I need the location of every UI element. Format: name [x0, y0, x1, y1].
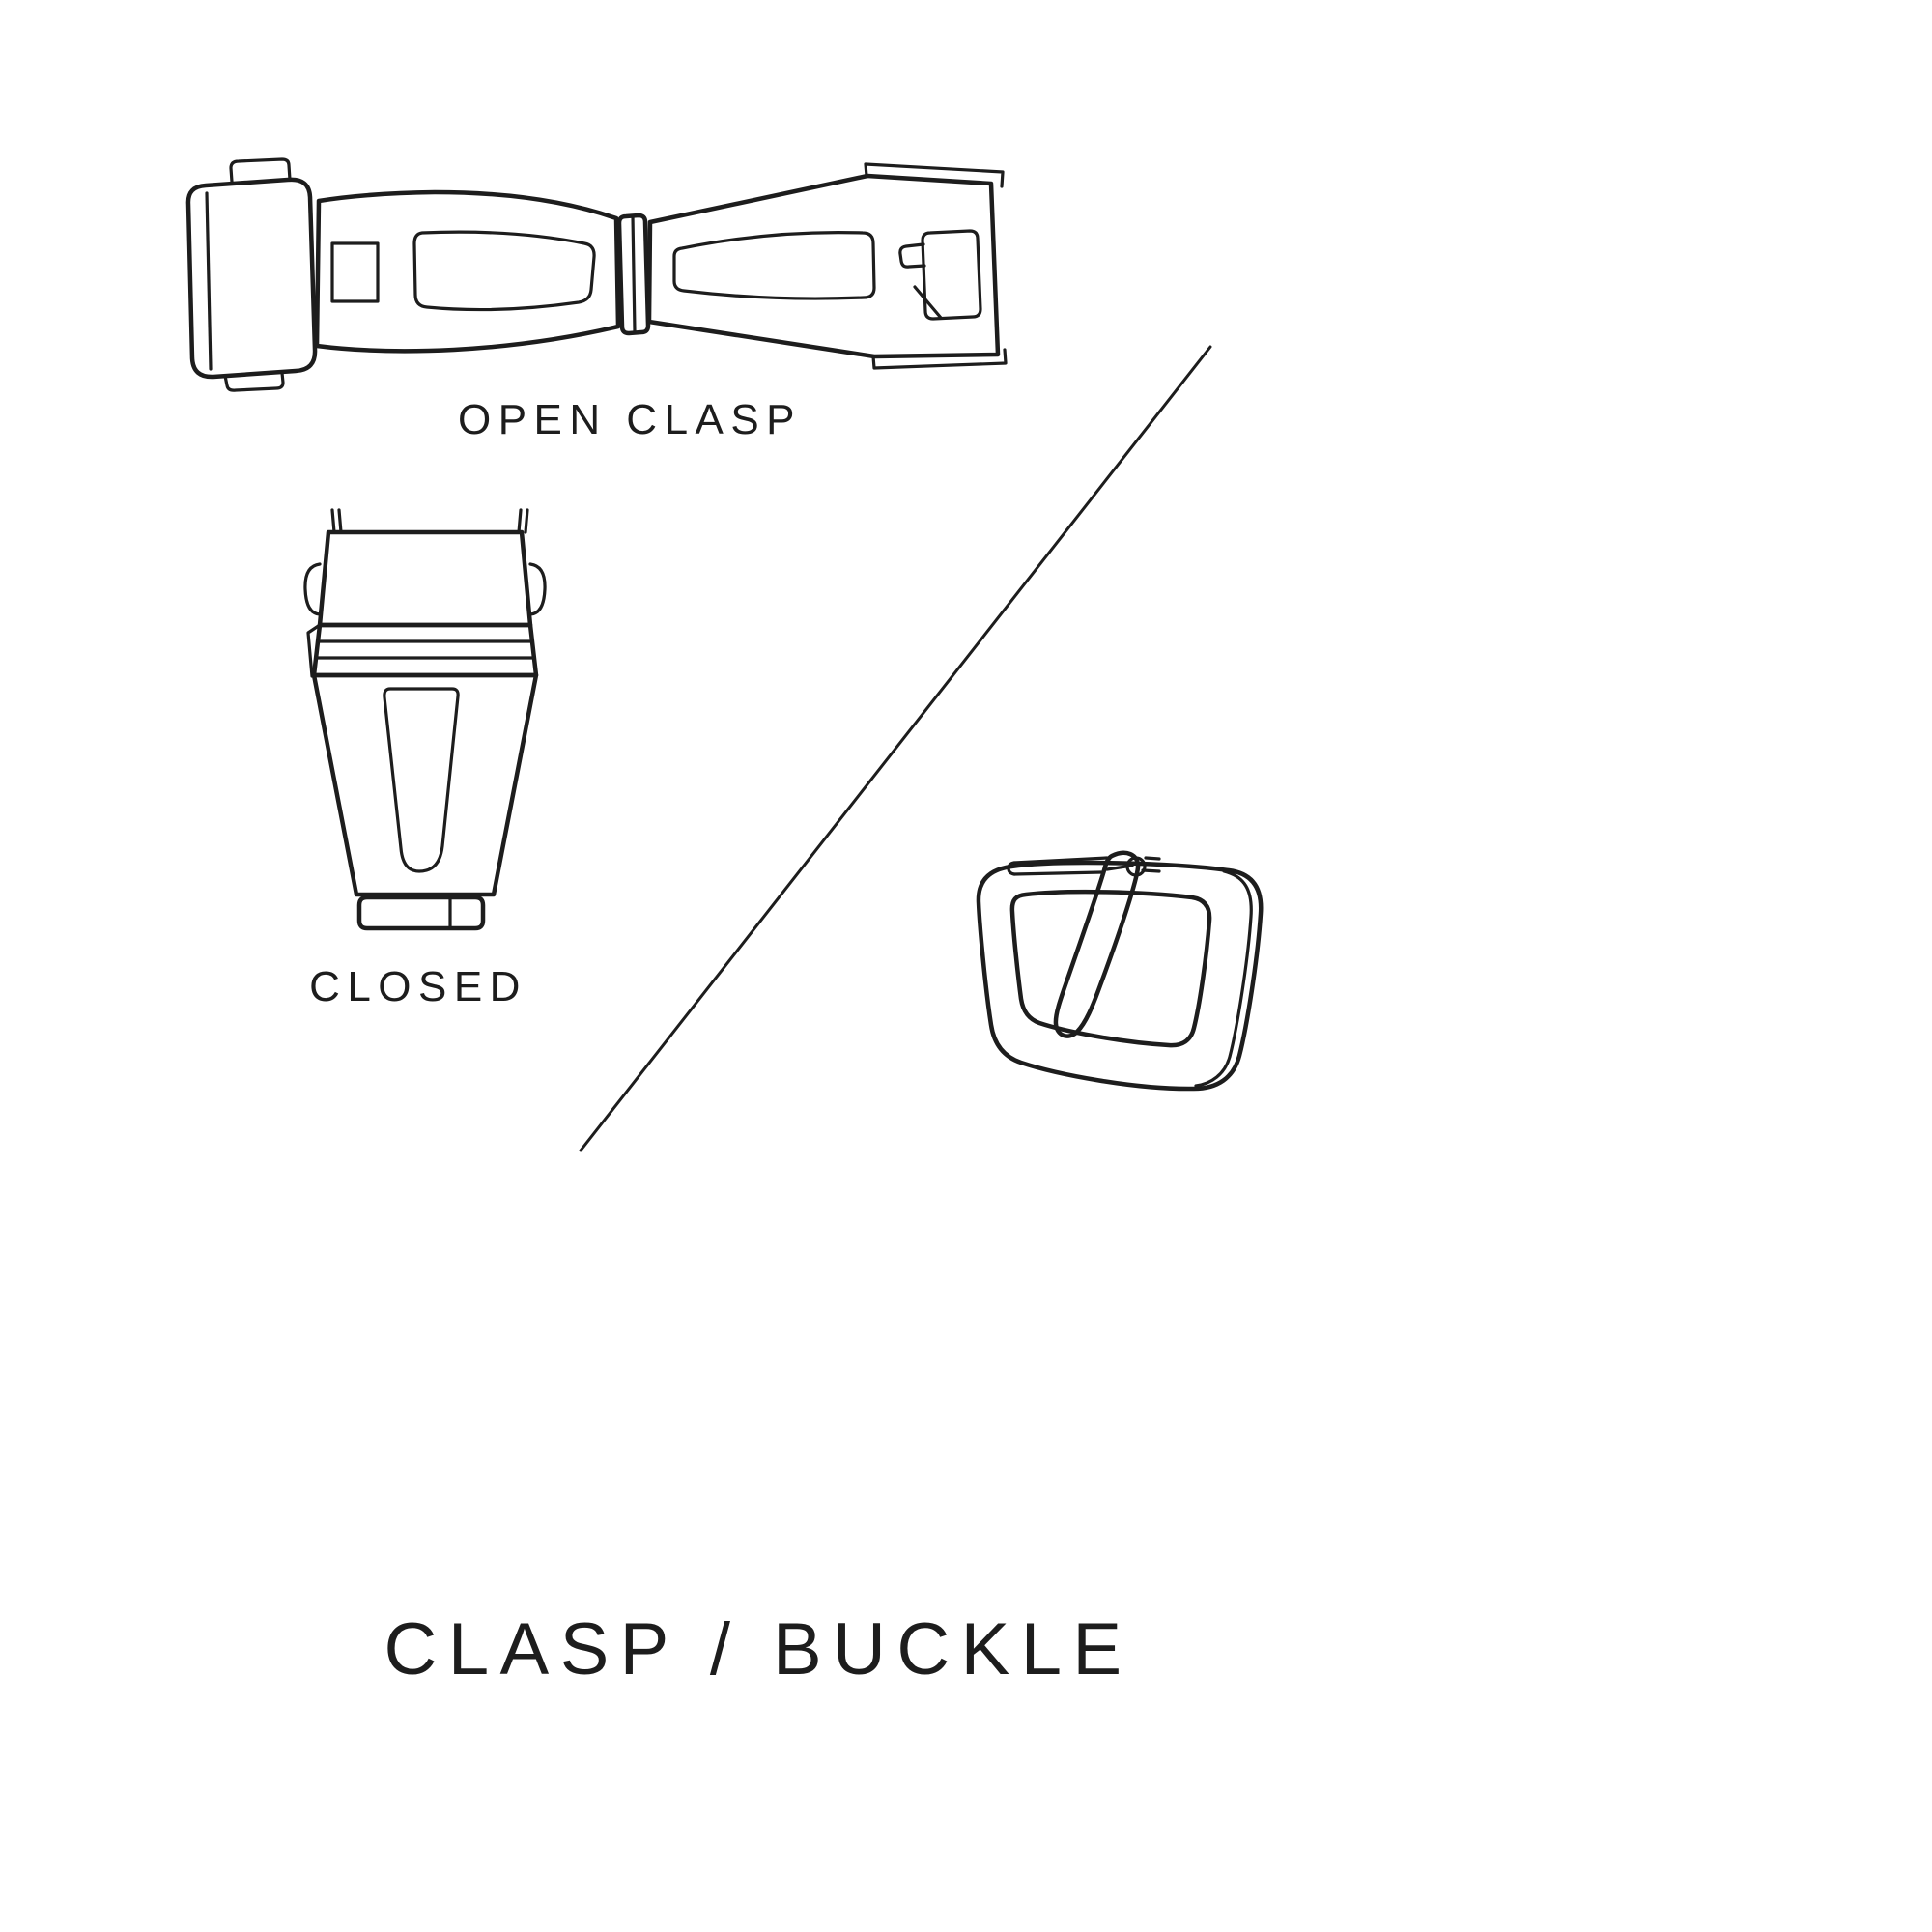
open-clasp-label: OPEN CLASP: [457, 396, 803, 443]
buckle-illustration: [976, 850, 1264, 1092]
closed-clasp-illustration: [303, 508, 547, 931]
diagonal-divider-line: [579, 345, 1212, 1152]
diagram-title: CLASP / BUCKLE: [384, 1608, 1133, 1690]
open-clasp-illustration: [185, 157, 1008, 392]
closed-clasp-label: CLOSED: [309, 963, 527, 1010]
